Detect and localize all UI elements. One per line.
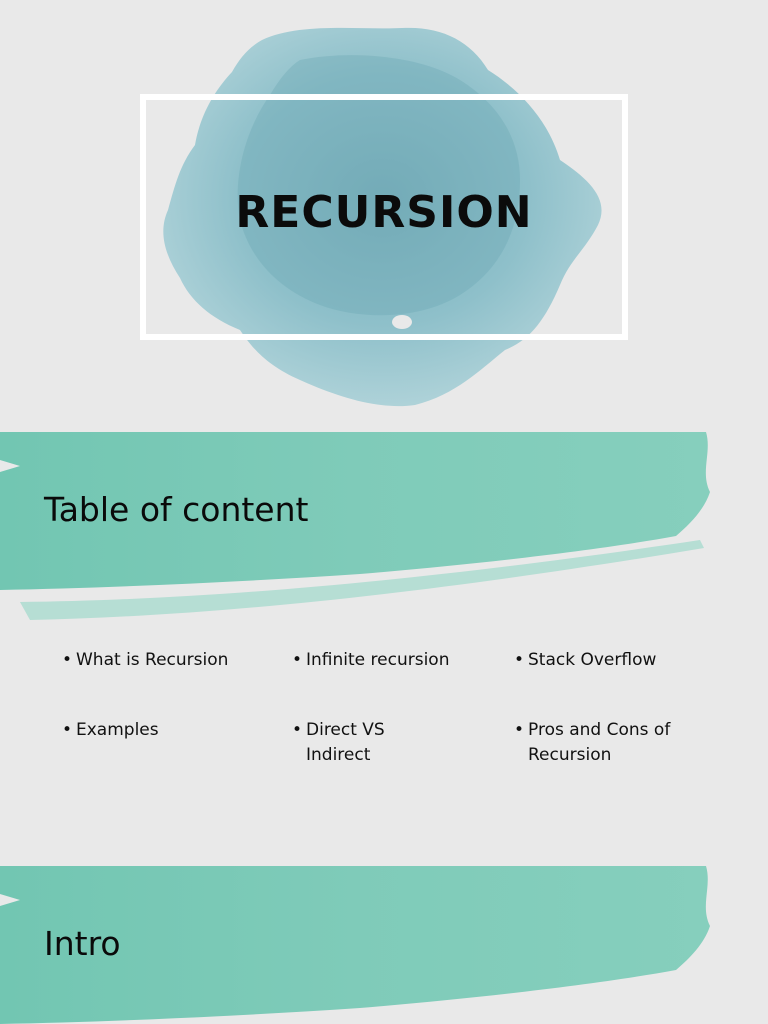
intro-slide: Intro bbox=[0, 866, 768, 1024]
brush-stroke-banner bbox=[0, 432, 710, 620]
title-slide: RECURSION bbox=[0, 0, 768, 420]
toc-item: What is Recursion bbox=[62, 648, 276, 673]
watercolor-blob bbox=[163, 27, 602, 407]
toc-heading: Table of content bbox=[44, 490, 309, 529]
toc-item: Examples bbox=[62, 718, 276, 743]
toc-slide: Table of content What is Recursion Infin… bbox=[0, 432, 768, 852]
intro-heading: Intro bbox=[44, 924, 121, 963]
toc-item: Pros and Cons of Recursion bbox=[514, 718, 688, 768]
toc-item: Direct VS Indirect bbox=[292, 718, 416, 768]
title-frame: RECURSION bbox=[140, 94, 628, 340]
toc-list: What is Recursion Infinite recursion Sta… bbox=[62, 648, 742, 808]
brush-stroke-banner bbox=[0, 866, 710, 1024]
toc-item: Stack Overflow bbox=[514, 648, 728, 673]
presentation-title: RECURSION bbox=[235, 186, 533, 238]
toc-item: Infinite recursion bbox=[292, 648, 486, 673]
